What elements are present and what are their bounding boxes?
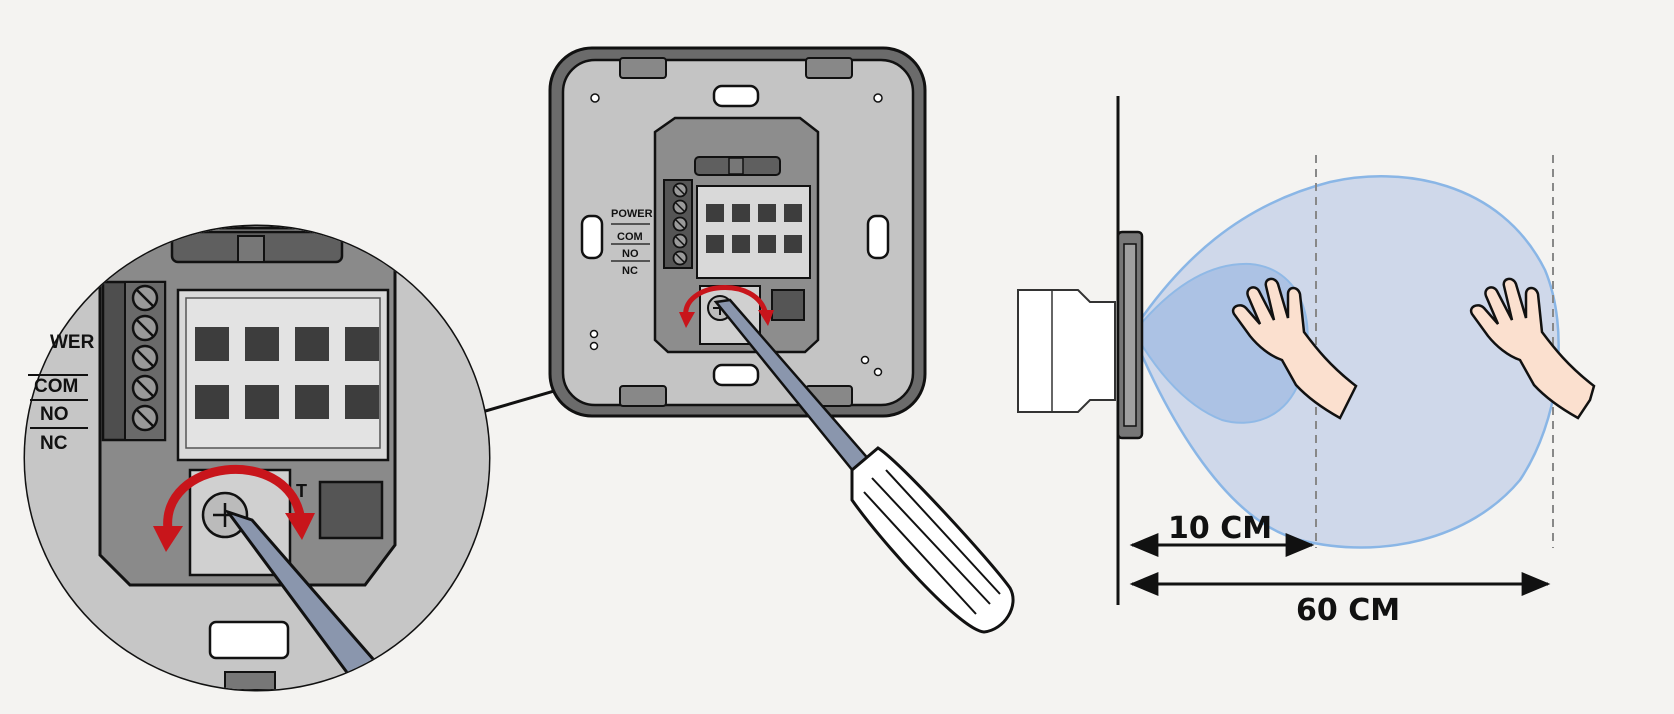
device-label-no: NO [622, 248, 639, 260]
device-relay-pads [706, 204, 802, 253]
hand-near-icon [1231, 277, 1358, 420]
zoom-adjust-mark: T [296, 481, 307, 501]
device-top-slot [712, 84, 760, 108]
hand-far-icon [1469, 277, 1596, 420]
screwdriver [713, 298, 1015, 634]
device-back-plate: POWER COM NO NC [548, 46, 927, 418]
zoom-sensor-window [318, 480, 384, 540]
device-right-slot [866, 214, 890, 260]
device-sensor-window [771, 289, 805, 321]
zoom-bottom-slot [208, 620, 290, 660]
dim-label-near: 10 CM [1168, 511, 1272, 546]
device-terminal-screws [672, 182, 688, 266]
zoom-label-power: WER [50, 332, 95, 353]
device-label-nc: NC [622, 265, 638, 277]
dim-label-far: 60 CM [1296, 593, 1400, 628]
device-label-power: POWER [611, 208, 653, 220]
zoom-label-no: NO [40, 404, 69, 425]
zoom-label-com: COM [34, 376, 78, 397]
device-relay-housing [696, 185, 811, 279]
zoom-terminal-screws [131, 284, 159, 432]
zoom-detail: T WER COM NO NC [23, 224, 713, 692]
wall-back-box [1017, 289, 1116, 413]
device-label-com: COM [617, 231, 643, 243]
device-bottom-slot [712, 363, 760, 387]
zoom-relay-pads [195, 327, 379, 419]
zoom-screwdriver-blade [223, 509, 404, 690]
zoom-rotate-arrow [163, 465, 305, 531]
zoom-label-nc: NC [40, 433, 68, 454]
device-rotate-arrow [683, 284, 769, 319]
device-left-slot [580, 214, 604, 260]
detection-range-diagram: 10 CM 60 CM [1017, 96, 1596, 628]
